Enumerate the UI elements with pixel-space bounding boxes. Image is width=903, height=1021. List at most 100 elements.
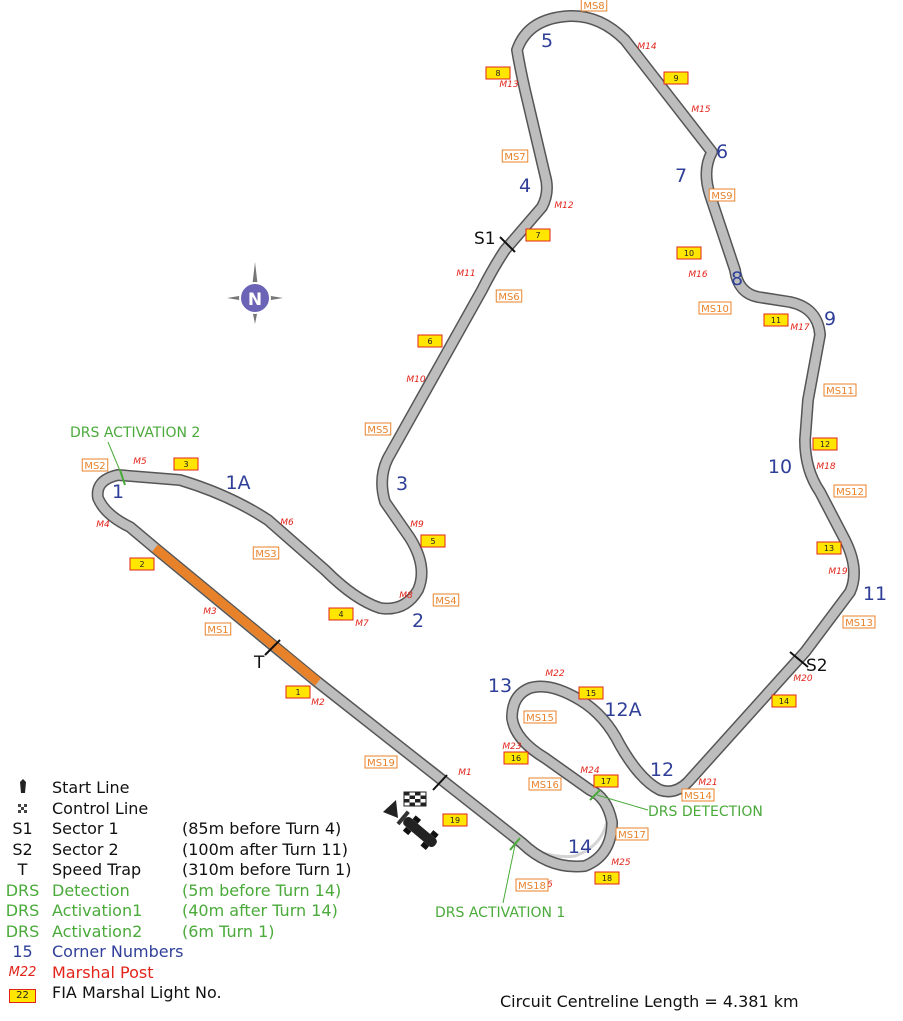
legend-label: Detection	[52, 880, 130, 900]
marshal-post-m14: M14	[637, 42, 656, 52]
marshal-sector-ms18: MS18	[515, 878, 549, 892]
marshal-post-m8: M8	[399, 591, 413, 601]
marshal-light-1: 1	[285, 685, 311, 699]
legend-symbol: T	[17, 860, 28, 879]
svg-text:8: 8	[495, 69, 500, 78]
marshal-post-m19: M19	[828, 567, 847, 577]
marshal-post-m4: M4	[96, 520, 110, 530]
corner-5: 5	[541, 30, 553, 52]
marshal-sector-ms4: MS4	[432, 593, 460, 607]
corner-1: 1	[112, 481, 124, 503]
marshal-light-18: 18	[594, 871, 620, 885]
race-car-icon	[396, 810, 439, 850]
marshal-sectors: MS1MS2MS3MS4MS5MS6MS7MS8MS9MS10MS11MS12M…	[81, 0, 876, 892]
marshal-light-5: 5	[420, 534, 446, 548]
svg-text:17: 17	[601, 777, 611, 786]
marshal-light-16: 16	[503, 751, 529, 765]
svg-text:MS15: MS15	[526, 713, 554, 724]
marshal-light-17: 17	[593, 774, 619, 788]
legend-symbol: DRS	[5, 921, 40, 941]
marshal-post-m12: M12	[554, 201, 573, 211]
start-line	[432, 774, 448, 791]
marshal-sector-ms8: MS8	[580, 0, 608, 12]
legend-label: Start Line	[52, 778, 130, 797]
svg-text:16: 16	[511, 754, 521, 763]
svg-text:MS10: MS10	[701, 304, 729, 315]
svg-text:MS11: MS11	[826, 386, 854, 397]
control-line-icon	[17, 803, 28, 814]
marshal-light-6: 6	[417, 334, 443, 348]
marshal-post-m15: M15	[691, 105, 710, 115]
svg-text:MS2: MS2	[84, 461, 105, 472]
corner-1a: 1A	[225, 472, 250, 494]
legend-desc: (5m before Turn 14)	[182, 880, 342, 900]
marshal-sector-ms9: MS9	[708, 188, 736, 202]
marshal-light-2: 2	[129, 557, 155, 571]
marshal-sector-ms13: MS13	[842, 615, 876, 629]
legend-desc: (310m before Turn 1)	[182, 860, 352, 879]
legend-desc: (85m before Turn 4)	[182, 819, 342, 838]
svg-text:MS18: MS18	[518, 881, 546, 892]
marshal-light-12: 12	[812, 437, 838, 451]
legend-label: Sector 2	[52, 839, 119, 859]
marshal-light-14: 14	[771, 694, 797, 708]
marshal-sector-ms19: MS19	[364, 755, 398, 769]
corner-2: 2	[412, 610, 424, 632]
marshal-light-9: 9	[663, 71, 689, 85]
svg-text:6: 6	[427, 337, 432, 346]
legend-label: Activation1	[52, 901, 143, 920]
marshal-light-8: 8	[485, 66, 511, 80]
s1-line	[499, 236, 516, 253]
start-line-icon	[19, 779, 26, 793]
marshal-sector-ms14: MS14	[681, 788, 715, 802]
marshal-light-3: 3	[173, 457, 199, 471]
marshal-sector-ms12: MS12	[833, 484, 867, 498]
track-surface	[93, 11, 859, 872]
marshal-sector-ms5: MS5	[364, 422, 392, 436]
svg-text:MS4: MS4	[435, 596, 456, 607]
marshal-post-m25: M25	[611, 858, 630, 868]
legend-desc: (40m after Turn 14)	[182, 901, 338, 920]
svg-text:MS17: MS17	[618, 830, 646, 841]
legend-symbol: 22	[0, 983, 45, 1003]
svg-text:MS5: MS5	[367, 425, 388, 436]
svg-text:MS6: MS6	[498, 292, 519, 303]
legend-symbol: 15	[12, 942, 33, 961]
chequered-flag-icon	[383, 791, 427, 818]
legend-symbol: M22	[8, 964, 37, 980]
marshal-post-m13: M13	[499, 80, 518, 90]
legend-symbol	[0, 799, 45, 819]
legend-label: Speed Trap	[52, 860, 142, 879]
svg-text:MS19: MS19	[367, 758, 395, 769]
sector-s1-label: S1	[474, 229, 496, 249]
svg-text:MS8: MS8	[583, 1, 604, 12]
track-outline	[91, 9, 860, 873]
corner-9: 9	[824, 308, 836, 330]
marshal-post-m6: M6	[280, 518, 294, 528]
marshal-post-m16: M16	[688, 270, 707, 280]
svg-text:10: 10	[684, 249, 694, 258]
marshal-sector-ms17: MS17	[615, 827, 649, 841]
marshal-post-m1: M1	[458, 768, 472, 778]
marshal-posts: M1M2M3M4M5M6M7M8M9M10M11M12M13M14M15M16M…	[96, 42, 848, 890]
corner-11: 11	[863, 583, 887, 605]
marshal-light-4: 4	[328, 607, 354, 621]
legend-light-box: 22	[9, 989, 36, 1003]
svg-text:MS3: MS3	[255, 549, 276, 560]
svg-text:MS13: MS13	[845, 618, 873, 629]
svg-text:15: 15	[586, 689, 596, 698]
svg-text:2: 2	[139, 560, 144, 569]
marshal-sector-ms6: MS6	[495, 289, 523, 303]
svg-text:MS7: MS7	[504, 152, 525, 163]
circuit-length: Circuit Centreline Length = 4.381 km	[500, 992, 799, 1011]
legend-label: Marshal Post	[52, 962, 154, 982]
sector-s2-label: S2	[806, 656, 828, 676]
marshal-light-13: 13	[816, 541, 842, 555]
legend-row: Control Line	[0, 799, 420, 819]
svg-text:MS9: MS9	[711, 191, 732, 202]
marshal-sector-ms2: MS2	[81, 458, 109, 472]
